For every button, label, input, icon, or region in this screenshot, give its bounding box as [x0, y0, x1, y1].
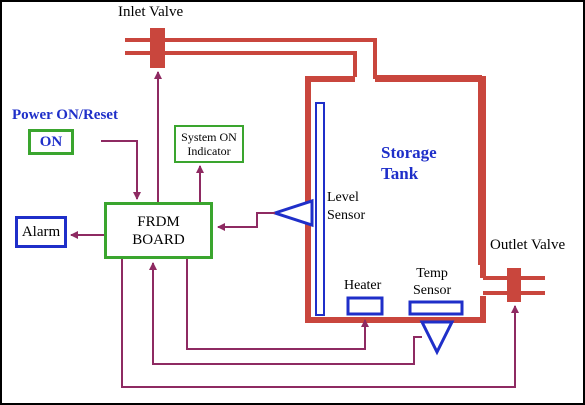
- system-on-indicator: System ON Indicator: [174, 125, 244, 163]
- wire-frdm-to-outlet: [121, 259, 519, 388]
- signal-wires: [70, 71, 519, 388]
- level-sensor-label-line1: Level: [327, 190, 359, 205]
- inlet-valve: [150, 28, 165, 68]
- outlet-valve-label: Outlet Valve: [490, 237, 566, 253]
- wire-temp-to-frdm: [149, 262, 422, 365]
- wire-on-to-frdm: [101, 140, 141, 200]
- outlet-valve: [507, 268, 521, 302]
- wire-frdm-to-heater: [186, 259, 369, 350]
- power-on-reset-label: Power ON/Reset: [12, 107, 118, 123]
- level-sensor-label: Level Sensor: [327, 189, 365, 225]
- storage-tank-label-line2: Tank: [381, 164, 419, 183]
- level-sensor-triangle: [270, 198, 314, 228]
- storage-tank-label: Storage Tank: [381, 142, 437, 184]
- storage-tank-walls: [305, 76, 486, 323]
- alarm-box: Alarm: [15, 216, 67, 248]
- frdm-board-line1: FRDM: [137, 213, 180, 230]
- level-sensor-bar: [315, 102, 325, 316]
- temp-sensor-element: [408, 300, 464, 316]
- temp-sensor-label-line1: Temp: [416, 266, 448, 281]
- temp-sensor-label: Temp Sensor: [413, 265, 451, 299]
- heater-label: Heater: [344, 278, 382, 293]
- on-button[interactable]: ON: [28, 129, 74, 155]
- system-on-indicator-line1: System ON: [181, 130, 237, 144]
- frdm-board-line2: BOARD: [132, 231, 185, 248]
- frdm-board: FRDM BOARD: [104, 202, 213, 259]
- wire-level-to-frdm: [217, 212, 275, 231]
- level-sensor-label-line2: Sensor: [327, 208, 366, 223]
- inlet-valve-label: Inlet Valve: [118, 4, 184, 20]
- system-on-indicator-line2: Indicator: [187, 144, 231, 158]
- heater-element: [346, 296, 384, 316]
- storage-tank-label-line1: Storage: [381, 143, 437, 162]
- temp-sensor-triangle: [419, 320, 455, 356]
- temp-sensor-label-line2: Sensor: [413, 283, 452, 298]
